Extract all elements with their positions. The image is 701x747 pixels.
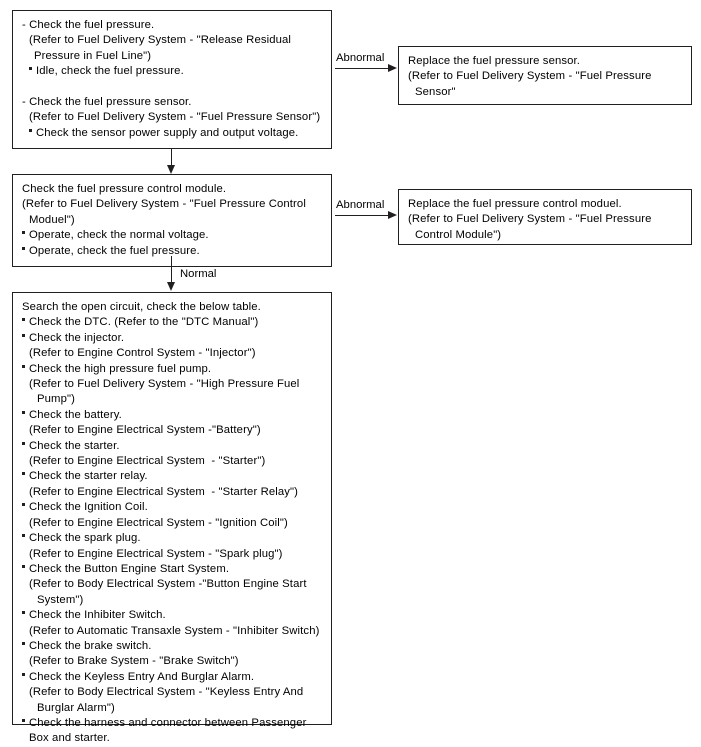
text-line: Check the starter. [22, 439, 322, 454]
text-line: Check the brake switch. [22, 639, 322, 654]
arrow-down-icon [167, 282, 175, 291]
text-line: (Refer to Body Electrical System - "Keyl… [29, 686, 304, 699]
line-text: Check the Inhibiter Switch. [29, 609, 166, 622]
check-fuel-pressure-box: - Check the fuel pressure. (Refer to Fuel… [12, 10, 332, 150]
text-line: (Refer to Body Electrical System -"Butto… [29, 578, 307, 591]
connector-label-abnormal-top: Abnormal [336, 52, 385, 64]
text-line: Check the fuel pressure control module. [22, 183, 227, 195]
arrow-right-icon [388, 211, 397, 219]
arrow-down-icon [167, 165, 175, 174]
text-line: (Refer to Engine Electrical System - "Ig… [29, 516, 288, 529]
text-line: Check the spark plug. [22, 531, 322, 546]
line-text: Check the brake switch. [29, 639, 152, 652]
text-line: Idle, check the fuel pressure. [22, 64, 322, 79]
text-line: Check the Button Engine Start System. [22, 562, 322, 577]
bullet-square-icon [22, 641, 25, 645]
text-line: Sensor" [415, 85, 456, 98]
connector-line [171, 256, 172, 282]
connector-line [335, 68, 388, 69]
bullet-square-icon [22, 364, 25, 368]
line-text: Check the spark plug. [29, 532, 141, 545]
text-line: (Refer to Engine Control System - "Injec… [29, 347, 256, 360]
arrow-right-icon [388, 64, 397, 72]
text-line: (Refer to Fuel Delivery System - "Releas… [29, 34, 292, 47]
line-text: Check the Button Engine Start System. [29, 562, 230, 575]
bullet-square-icon [29, 67, 32, 71]
line-text: Check the starter. [29, 439, 120, 452]
text-line: (Refer to Automatic Transaxle System - "… [29, 624, 320, 637]
text-line: Pressure in Fuel Line") [34, 49, 152, 62]
text-line: Check the Ignition Coil. [22, 500, 322, 515]
spacer-line [22, 80, 322, 95]
line-text: Check the injector. [29, 331, 125, 344]
bullet-square-icon [22, 318, 25, 322]
line-text: Check the high pressure fuel pump. [29, 362, 212, 375]
text-line: Check the battery. [22, 408, 322, 423]
line-text: Operate, check the fuel pressure. [29, 244, 200, 257]
line-text: Check the harness and connector between … [29, 716, 307, 729]
bullet-square-icon [22, 231, 25, 235]
text-line: Check the starter relay. [22, 469, 322, 484]
text-line: Check the sensor power supply and output… [22, 126, 322, 141]
text-line: Control Module") [415, 228, 502, 241]
text-line: Check the injector. [22, 331, 322, 346]
text-line: (Refer to Engine Electrical System -"Bat… [29, 424, 261, 437]
text-line: Burglar Alarm") [37, 701, 115, 714]
check-fuel-pressure-control-module-box: Check the fuel pressure control module. (… [12, 174, 332, 268]
bullet-square-icon [29, 128, 32, 132]
text-line: Pump") [37, 393, 75, 406]
bullet-square-icon [22, 503, 25, 507]
text-line: (Refer to Brake System - "Brake Switch") [29, 655, 239, 668]
text-line: Box and starter. [29, 732, 110, 745]
line-text: Idle, check the fuel pressure. [36, 65, 184, 78]
text-line: Operate, check the fuel pressure. [22, 244, 322, 259]
text-line: (Refer to Engine Electrical System - "St… [29, 485, 299, 498]
bullet-square-icon [22, 611, 25, 615]
text-line: Moduel") [29, 213, 75, 226]
bullet-square-icon [22, 441, 25, 445]
text-line: Check the Keyless Entry And Burglar Alar… [22, 670, 322, 685]
replace-fuel-pressure-sensor-box: Replace the fuel pressure sensor. (Refer … [398, 46, 692, 105]
text-line: Check the high pressure fuel pump. [22, 362, 322, 377]
text-line: Check the Inhibiter Switch. [22, 608, 322, 623]
bullet-square-icon [22, 718, 25, 722]
bullet-square-icon [22, 472, 25, 476]
bullet-square-icon [22, 672, 25, 676]
line-text: Check the Keyless Entry And Burglar Alar… [29, 670, 255, 683]
bullet-square-icon [22, 534, 25, 538]
connector-label-abnormal-mid: Abnormal [336, 199, 385, 211]
text-line: - Check the fuel pressure sensor. [22, 96, 192, 109]
replace-fuel-pressure-control-module-box: Replace the fuel pressure control moduel… [398, 189, 692, 245]
line-text: Operate, check the normal voltage. [29, 229, 209, 242]
line-text: Check the starter relay. [29, 470, 148, 483]
text-line: Search the open circuit, check the below… [22, 301, 261, 313]
line-text: Check the sensor power supply and output… [36, 126, 299, 139]
text-line: (Refer to Fuel Delivery System - "High P… [29, 378, 300, 391]
line-text: Check the Ignition Coil. [29, 501, 148, 514]
text-line: Check the DTC. (Refer to the "DTC Manual… [22, 315, 322, 330]
text-line: Check the harness and connector between … [22, 716, 322, 731]
text-line: Replace the fuel pressure control moduel… [408, 198, 622, 210]
line-text: Check the DTC. (Refer to the "DTC Manual… [29, 316, 259, 329]
text-line: System") [37, 593, 84, 606]
text-line: Operate, check the normal voltage. [22, 228, 322, 243]
bullet-square-icon [22, 246, 25, 250]
text-line: Replace the fuel pressure sensor. [408, 55, 581, 67]
text-line: (Refer to Engine Electrical System - "Sp… [29, 547, 283, 560]
text-line: (Refer to Fuel Delivery System - "Fuel P… [408, 213, 652, 226]
connector-line [335, 215, 388, 216]
search-open-circuit-box: Search the open circuit, check the below… [12, 292, 332, 744]
connector-line [171, 148, 172, 165]
text-line: (Refer to Engine Electrical System - "St… [29, 455, 266, 468]
line-text: Check the battery. [29, 408, 122, 421]
bullet-square-icon [22, 333, 25, 337]
connector-label-normal: Normal [180, 268, 217, 280]
bullet-square-icon [22, 410, 25, 414]
text-line: (Refer to Fuel Delivery System - "Fuel P… [22, 198, 306, 211]
text-line: (Refer to Fuel Delivery System - "Fuel P… [29, 111, 321, 124]
text-line: (Refer to Fuel Delivery System - "Fuel P… [408, 70, 652, 83]
bullet-square-icon [22, 564, 25, 568]
text-line: - Check the fuel pressure. [22, 19, 155, 31]
